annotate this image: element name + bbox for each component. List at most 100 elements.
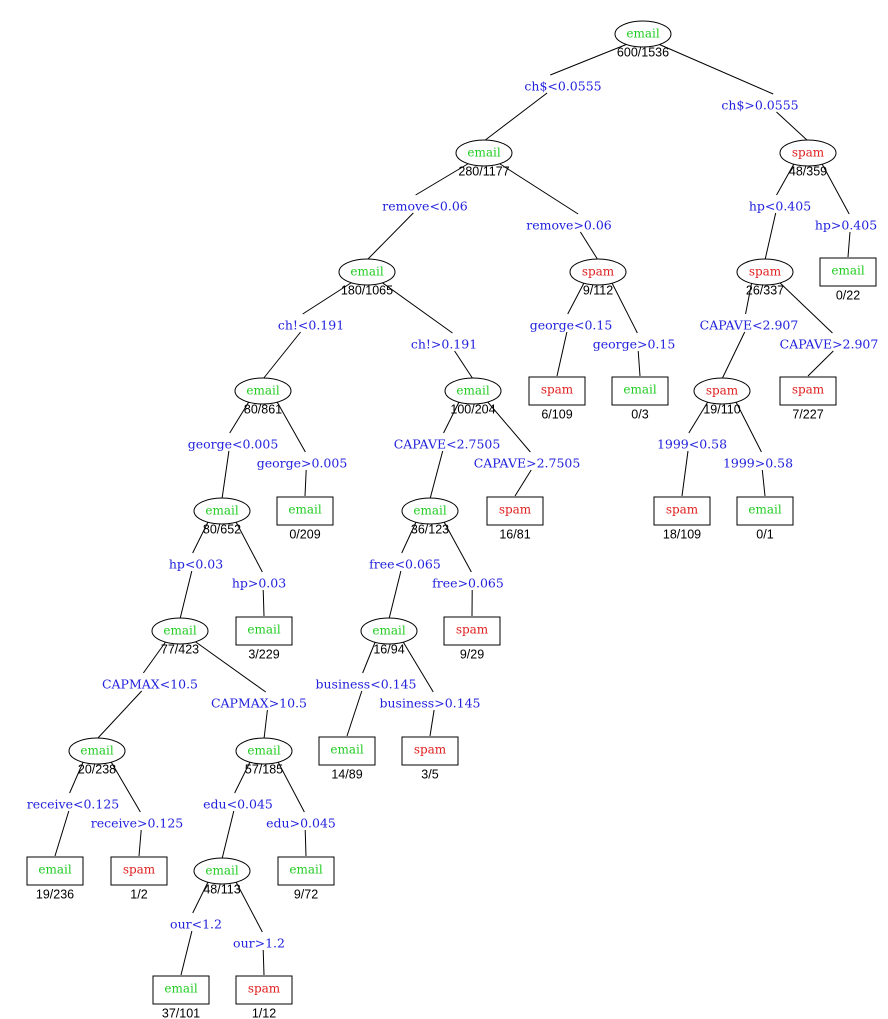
misclassification-count: 600/1536 <box>617 45 669 59</box>
class-label: spam <box>414 743 447 757</box>
misclassification-count: 9/29 <box>460 647 484 661</box>
edge-line-lower <box>681 450 689 497</box>
split-condition-label: free>0.065 <box>432 576 504 591</box>
leaf-box <box>235 616 293 646</box>
misclassification-count: 7/227 <box>792 407 823 421</box>
edge-line-lower <box>556 331 568 377</box>
leaf-box <box>318 736 376 766</box>
tree-edge: free>0.065 <box>432 519 504 617</box>
edge-line-upper <box>820 161 850 215</box>
split-condition-label: receive<0.125 <box>27 797 120 812</box>
class-label: spam <box>706 384 739 398</box>
split-condition-label: ch$<0.0555 <box>524 79 601 94</box>
edge-line-lower <box>429 450 444 500</box>
tree-edge: hp>0.03 <box>232 519 286 617</box>
edge-line-lower <box>262 589 265 617</box>
edge-line-lower <box>388 570 402 620</box>
edge-line-upper <box>275 399 306 453</box>
leaf-box <box>235 975 293 1005</box>
edge-line-lower <box>429 709 435 737</box>
class-label: spam <box>456 623 489 637</box>
misclassification-count: 80/652 <box>203 522 241 536</box>
edge-line-upper <box>443 399 461 434</box>
misclassification-count: 1/2 <box>130 887 147 901</box>
node-ellipse <box>693 377 751 405</box>
class-label: email <box>623 383 656 397</box>
tree-edge: hp<0.03 <box>169 519 223 620</box>
misclassification-count: 77/423 <box>161 642 199 656</box>
edge-line-lower <box>637 350 641 377</box>
split-condition-label: ch!<0.191 <box>278 318 344 333</box>
split-condition-label: remove>0.06 <box>526 218 612 233</box>
split-condition-label: CAPAVE<2.7505 <box>394 437 501 452</box>
misclassification-count: 0/3 <box>631 407 648 421</box>
tree-edge: CAPAVE<2.907 <box>700 280 798 380</box>
misclassification-count: 100/204 <box>450 402 495 416</box>
node-ellipse <box>779 139 837 167</box>
leaf-node: spam 9/29 <box>443 616 501 661</box>
edge-line-upper <box>362 639 377 674</box>
class-label: email <box>205 864 238 878</box>
misclassification-count: 80/861 <box>244 402 282 416</box>
tree-edge: 1999<0.58 <box>657 399 727 497</box>
tree-edge: ch$>0.0555 <box>655 42 809 142</box>
class-label: email <box>288 503 321 517</box>
edge-line-lower <box>221 450 230 500</box>
edge-line-upper <box>401 519 418 554</box>
split-condition-label: ch!>0.191 <box>411 337 477 352</box>
tree-edge: george>0.15 <box>593 280 676 377</box>
leaf-box <box>277 856 335 886</box>
class-label: spam <box>541 383 574 397</box>
leaf-box <box>653 496 711 526</box>
class-label: email <box>413 504 446 518</box>
edge-line-lower <box>483 92 548 142</box>
edge-line-upper <box>302 280 355 315</box>
split-condition-label: george>0.15 <box>593 337 676 352</box>
edge-line-lower <box>366 212 414 261</box>
misclassification-count: 0/1 <box>756 527 773 541</box>
node-ellipse <box>235 737 293 765</box>
node-ellipse <box>360 617 418 645</box>
edge-line-lower <box>346 690 363 737</box>
class-label: email <box>246 384 279 398</box>
leaf-node: email 0/3 <box>611 376 669 421</box>
misclassification-count: 9/72 <box>294 887 318 901</box>
edge-line-lower <box>304 829 307 857</box>
split-condition-label: hp<0.405 <box>749 199 811 214</box>
class-label: email <box>456 384 489 398</box>
split-condition-label: ch$>0.0555 <box>721 98 798 113</box>
misclassification-count: 26/337 <box>746 283 784 297</box>
edge-line-upper <box>276 759 305 813</box>
misclassification-count: 48/359 <box>789 164 827 178</box>
misclassification-count: 1/12 <box>252 1006 276 1019</box>
split-condition-label: 1999<0.58 <box>657 437 727 452</box>
edge-line-lower <box>721 331 746 380</box>
edge-line-lower <box>96 690 143 740</box>
leaf-box <box>486 496 544 526</box>
leaf-box <box>611 376 669 406</box>
edge-line-upper <box>610 280 638 334</box>
tree-edges: ch$<0.0555 ch$>0.0555 remove<0.06 remove>0.… <box>27 42 878 976</box>
split-condition-label: CAPMAX>10.5 <box>211 696 307 711</box>
leaf-box <box>819 257 877 287</box>
edge-line-upper <box>192 639 267 693</box>
edge-line-lower <box>179 570 193 620</box>
tree-edge: CAPMAX<10.5 <box>96 639 198 740</box>
tree-edge: remove<0.06 <box>366 161 472 261</box>
class-label: email <box>289 863 322 877</box>
node-ellipse <box>338 258 396 286</box>
split-condition-label: receive>0.125 <box>91 816 184 831</box>
split-condition-label: our<1.2 <box>170 917 222 932</box>
edge-line-lower <box>138 829 142 857</box>
